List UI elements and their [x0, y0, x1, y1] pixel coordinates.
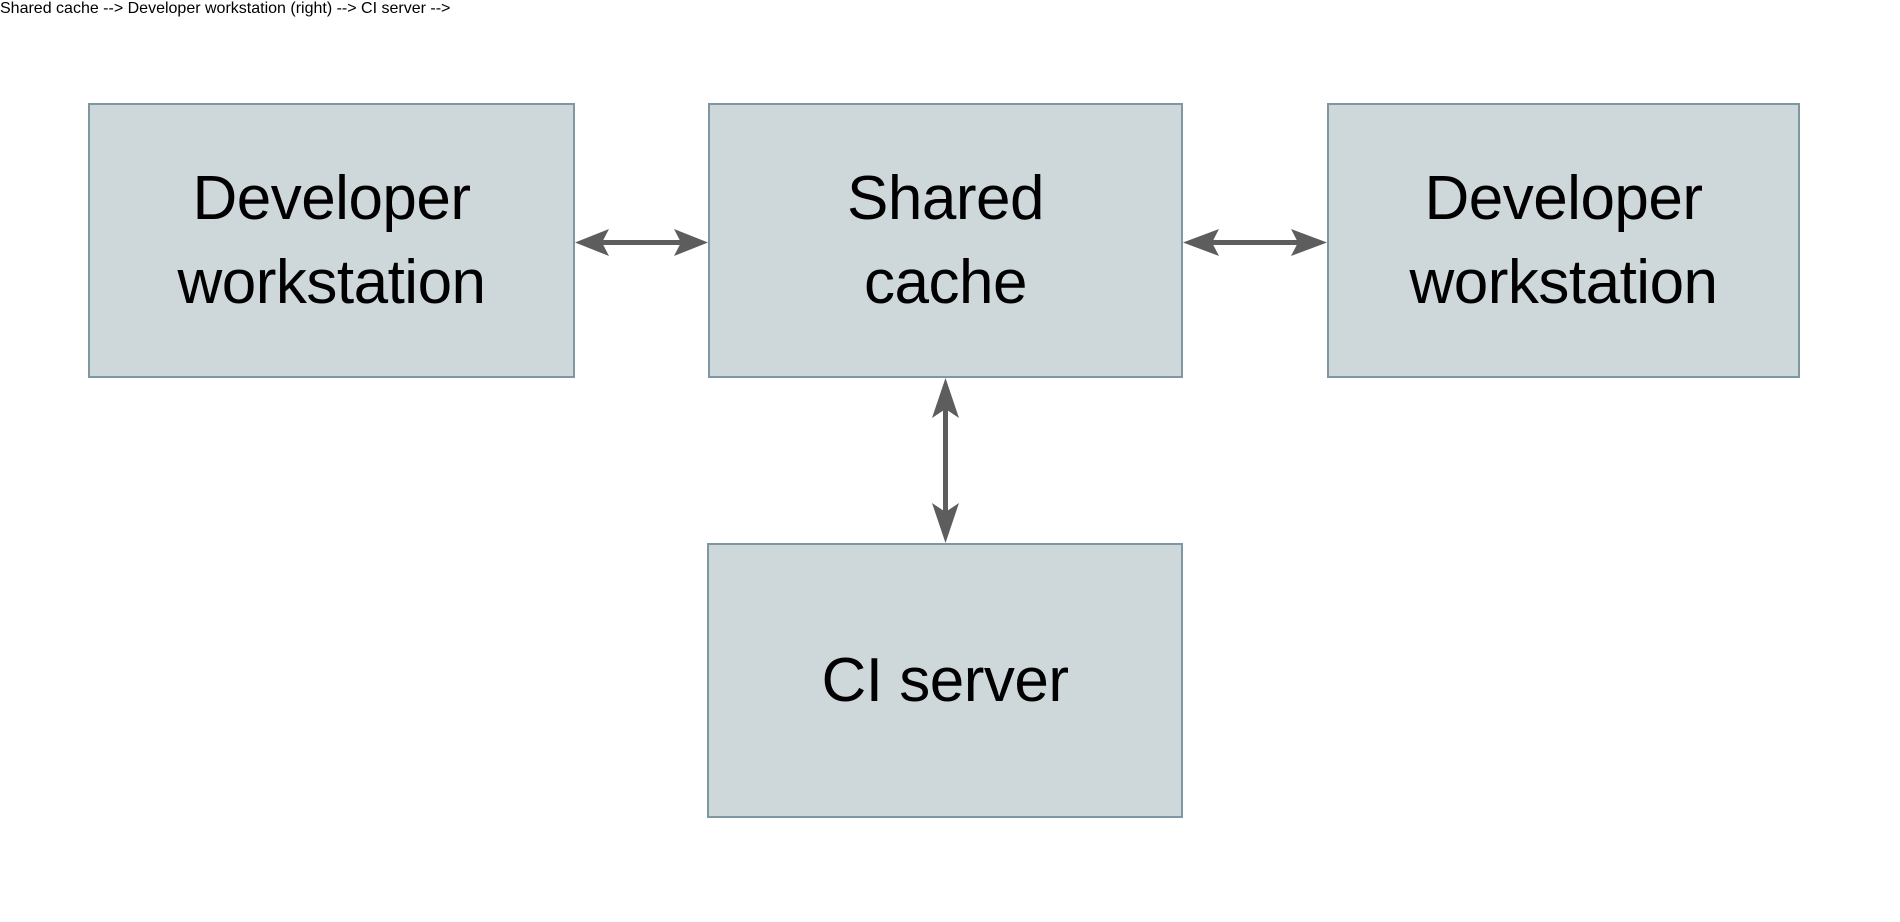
node-developer-workstation-right[interactable]: Developer workstation	[1327, 103, 1800, 378]
node-label: Shared cache	[847, 164, 1044, 317]
arrowhead-left-icon	[1183, 229, 1219, 256]
node-developer-workstation-left[interactable]: Developer workstation	[88, 103, 575, 378]
arrowhead-right-icon	[1291, 229, 1327, 256]
node-label: Developer workstation	[1409, 164, 1718, 317]
node-label: CI server	[821, 645, 1069, 715]
arrowhead-right-icon	[674, 229, 708, 256]
node-ci-server[interactable]: CI server	[707, 543, 1183, 818]
arrowhead-left-icon	[575, 229, 609, 256]
node-shared-cache[interactable]: Shared cache	[708, 103, 1183, 378]
edge-shared-cache-to-developer-right	[1183, 229, 1327, 256]
node-label: Developer workstation	[177, 164, 486, 317]
edge-developer-left-to-shared-cache	[575, 229, 708, 256]
arrowhead-up-icon	[932, 378, 959, 418]
edge-shared-cache-to-ci-server	[932, 378, 959, 543]
arrowhead-down-icon	[932, 503, 959, 543]
